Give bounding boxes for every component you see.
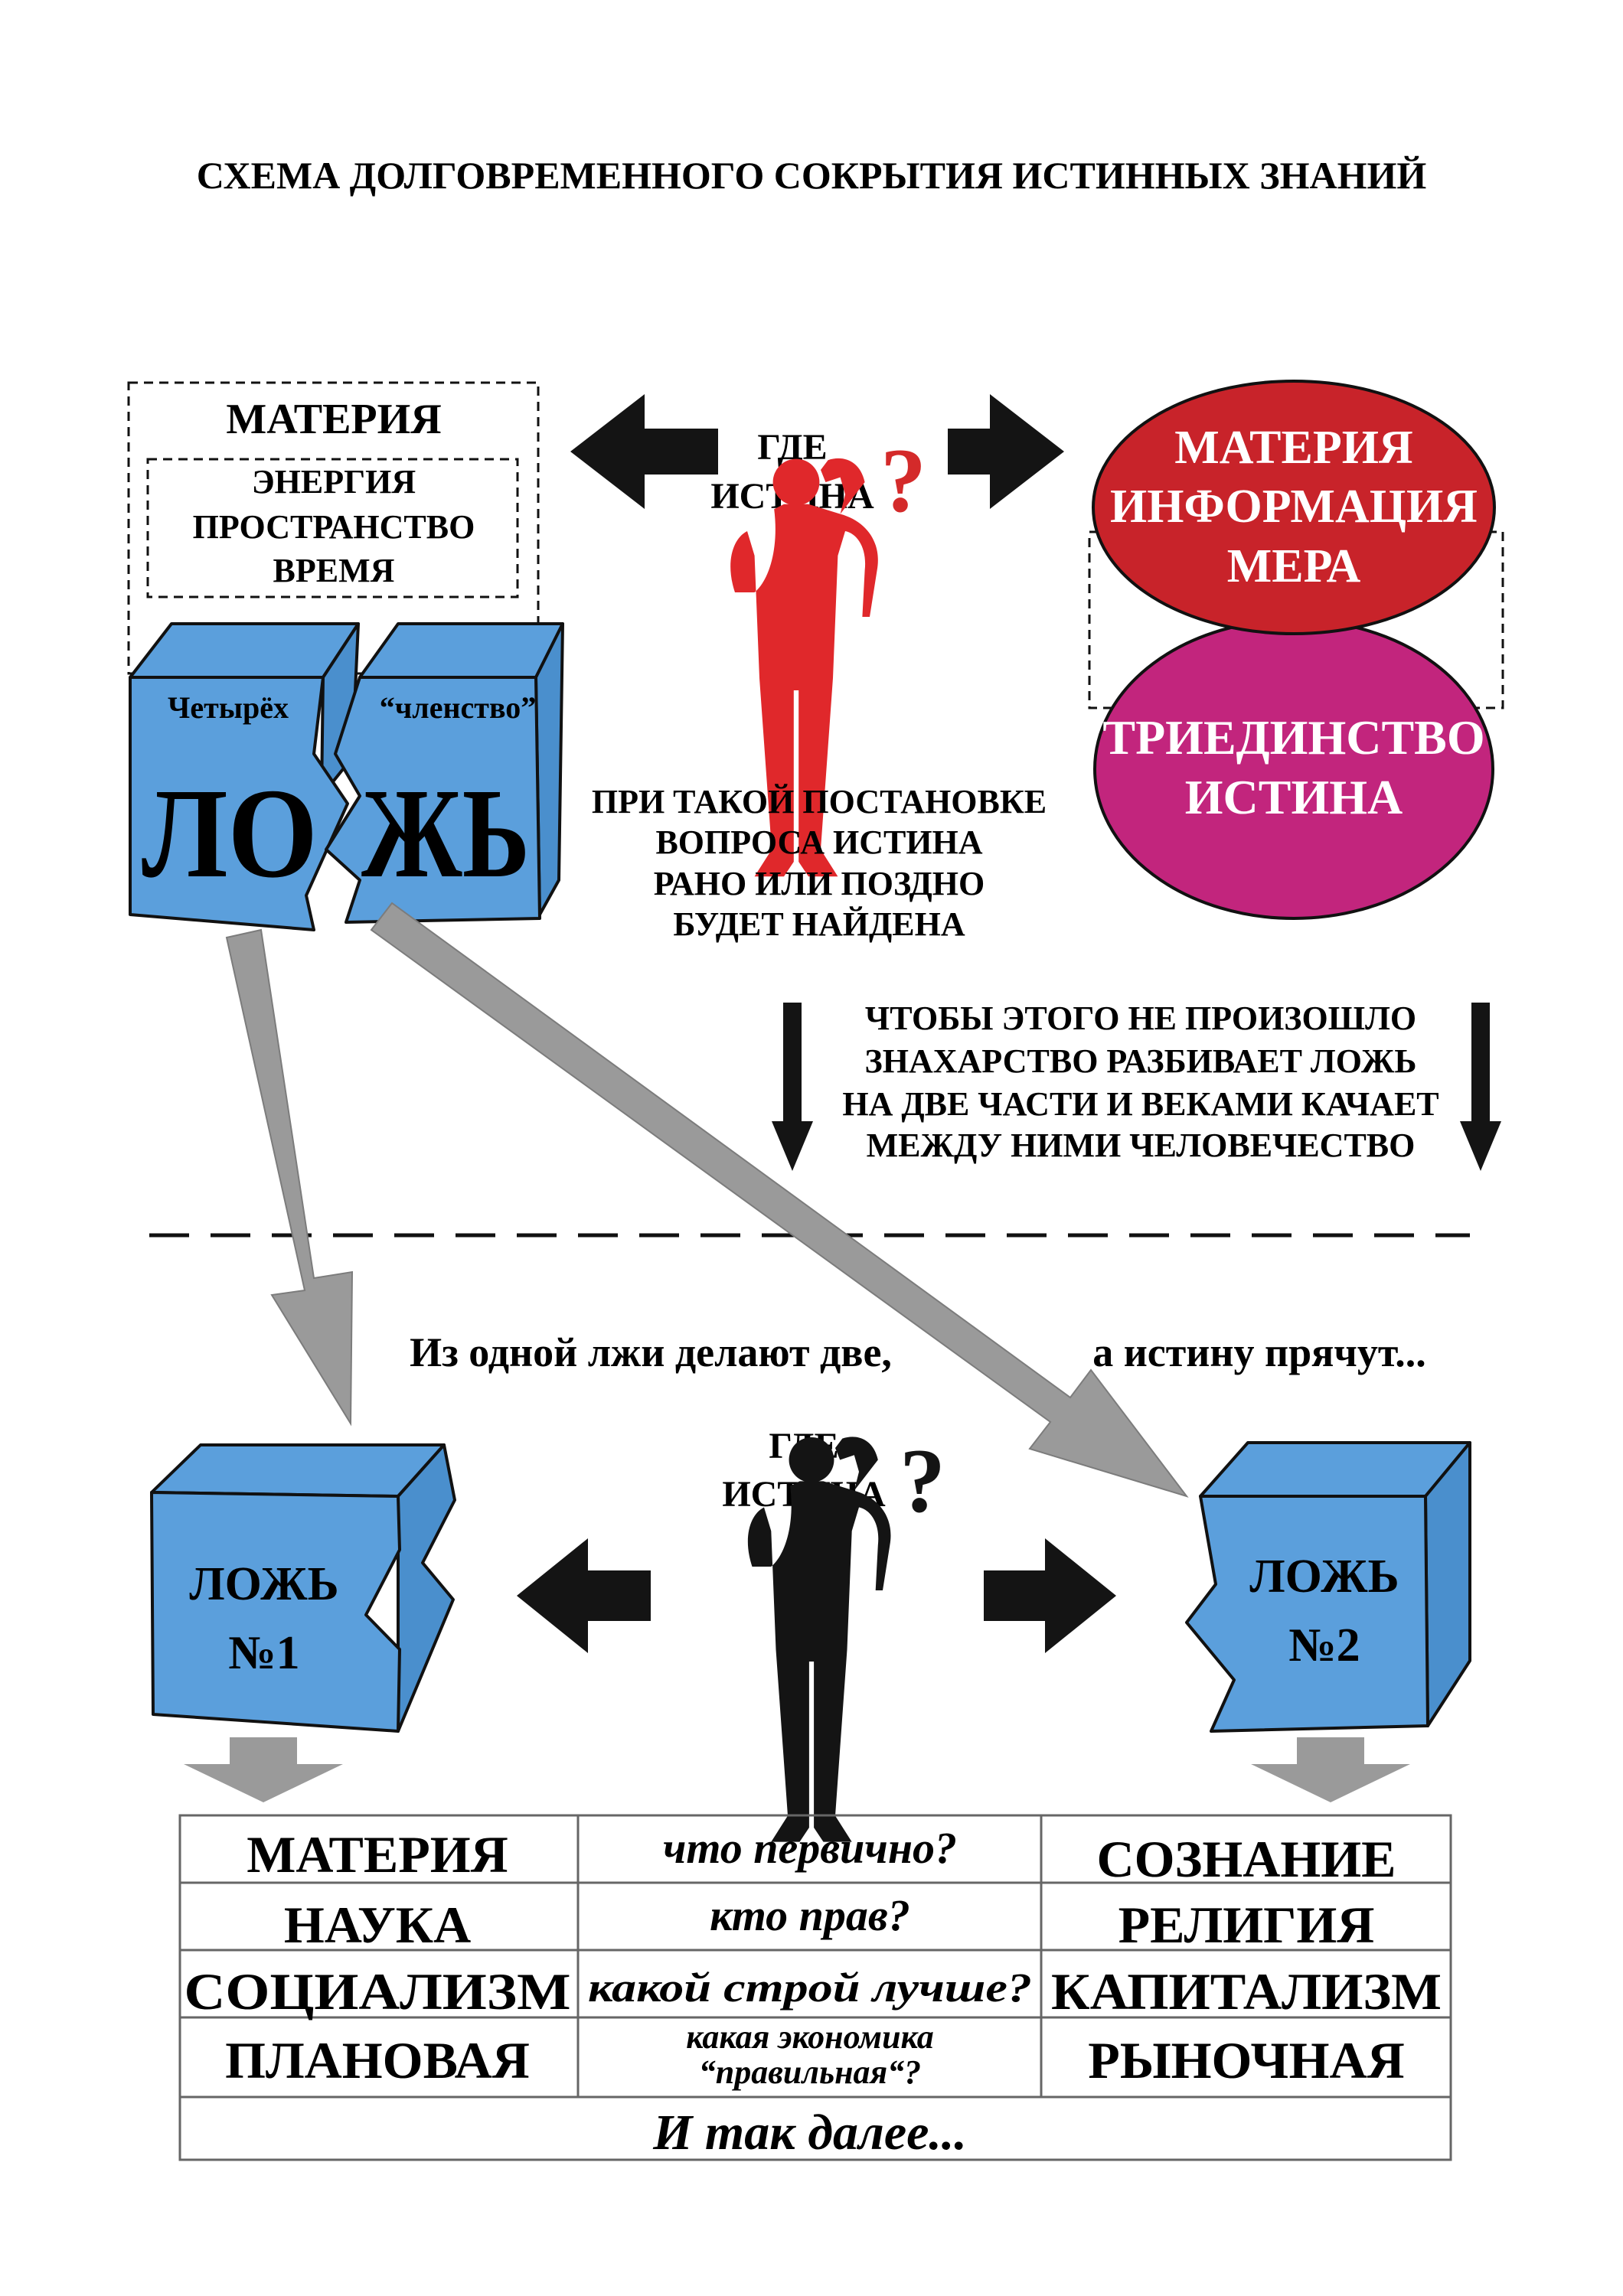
- left-arrow-icon: [570, 394, 718, 509]
- lie1-cube: [150, 1443, 456, 1733]
- right-arrow-icon: [984, 1538, 1116, 1653]
- lie2-front: [1185, 1495, 1429, 1733]
- top-question-mark: ?: [880, 429, 926, 531]
- warning-line3: НА ДВЕ ЧАСТИ И ВЕКАМИ КАЧАЕТ: [842, 1085, 1438, 1123]
- table-row3-left: СОЦИАЛИЗМ: [185, 1962, 571, 2020]
- triunity-top-line1: МАТЕРИЯ: [1174, 422, 1412, 474]
- caption-right: а истину прячут...: [1092, 1329, 1426, 1375]
- split-cube-left-top: [129, 622, 360, 679]
- down-arrow-icon: [772, 1003, 813, 1171]
- split-cube-right-caption: “членство”: [380, 690, 537, 725]
- table-row2-right: РЕЛИГИЯ: [1118, 1896, 1375, 1954]
- table-footer: И так далее...: [652, 2105, 967, 2161]
- table-row1-left: МАТЕРИЯ: [247, 1825, 508, 1883]
- material-label: МАТЕРИЯ: [226, 396, 441, 443]
- table-row4-middle-line1: какая экономика: [686, 2018, 934, 2056]
- comparison-table: [178, 1814, 1452, 2161]
- lie2-line2: №2: [1288, 1619, 1360, 1671]
- table-border: [178, 1814, 1452, 2161]
- bottom-question-mark: ?: [900, 1430, 945, 1531]
- down-arrow-icon: [1251, 1737, 1410, 1802]
- lie2-top: [1199, 1441, 1471, 1498]
- table-row1-right: СОЗНАНИЕ: [1096, 1830, 1396, 1888]
- split-cube-left-caption: Четырёх: [168, 690, 289, 725]
- statement-line3: РАНО ИЛИ ПОЗДНО: [654, 865, 985, 902]
- warning-line4: МЕЖДУ НИМИ ЧЕЛОВЕЧЕСТВО: [867, 1127, 1416, 1164]
- lie2-cube: [1185, 1441, 1471, 1733]
- statement-line2: ВОПРОСА ИСТИНА: [655, 823, 982, 861]
- triunity-top-ellipse: [1092, 380, 1496, 635]
- caption-left: Из одной лжи делают две,: [410, 1329, 892, 1375]
- split-cube-right-top: [358, 622, 564, 679]
- lie1-front: [150, 1491, 401, 1733]
- table-row2-left: НАУКА: [284, 1896, 471, 1954]
- gray-arrow-to-lie2: [370, 902, 1189, 1498]
- left-arrow-icon: [517, 1538, 651, 1653]
- table-row3-right: КАПИТАЛИЗМ: [1051, 1962, 1442, 2020]
- table-row4-left: ПЛАНОВАЯ: [225, 2031, 530, 2089]
- space-label: ПРОСТРАНСТВО: [193, 508, 475, 546]
- lie1-side: [397, 1443, 456, 1733]
- table-row4-middle-line2: “правильная“?: [699, 2053, 921, 2091]
- warning-line1: ЧТОБЫ ЭТОГО НЕ ПРОИЗОШЛО: [865, 1000, 1416, 1037]
- triunity-top-line3: МЕРА: [1227, 540, 1361, 592]
- triunity-top-line2: ИНФОРМАЦИЯ: [1110, 481, 1478, 533]
- lie2-line1: ЛОЖЬ: [1249, 1551, 1399, 1603]
- triunity-bottom-ellipse: [1093, 618, 1494, 920]
- lie1-line2: №1: [228, 1627, 299, 1679]
- triunity-bottom-line2: ИСТИНА: [1185, 770, 1403, 824]
- split-lie-cube: [129, 622, 564, 931]
- right-arrow-icon: [948, 394, 1064, 509]
- split-cube-right-front: [325, 676, 541, 924]
- energy-inner-box: [146, 458, 519, 598]
- lie1-top: [150, 1443, 446, 1498]
- split-cube-right-text: ЖЬ: [361, 762, 530, 905]
- table-row2-middle: кто прав?: [710, 1890, 910, 1940]
- table-row1-middle: что первично?: [663, 1823, 957, 1873]
- down-arrow-icon: [184, 1737, 343, 1802]
- lie1-line1: ЛОЖЬ: [189, 1558, 338, 1610]
- statement-line1: ПРИ ТАКОЙ ПОСТАНОВКЕ: [592, 783, 1047, 820]
- table-row3-middle: какой строй лучше?: [588, 1965, 1032, 2011]
- page-title: СХЕМА ДОЛГОВРЕМЕННОГО СОКРЫТИЯ ИСТИННЫХ …: [197, 154, 1427, 197]
- table-row4-right: РЫНОЧНАЯ: [1088, 2031, 1404, 2089]
- triunity-bottom-line1: ТРИЕДИНСТВО: [1102, 710, 1484, 765]
- warning-line2: ЗНАХАРСТВО РАЗБИВАЕТ ЛОЖЬ: [865, 1042, 1417, 1080]
- split-cube-left-text: ЛО: [142, 762, 318, 905]
- time-label: ВРЕМЯ: [273, 552, 395, 589]
- down-arrow-icon: [1460, 1003, 1501, 1171]
- energy-label: ЭНЕРГИЯ: [252, 463, 416, 501]
- gray-arrow-to-lie1: [225, 928, 354, 1427]
- statement-line4: БУДЕТ НАЙДЕНА: [673, 905, 965, 943]
